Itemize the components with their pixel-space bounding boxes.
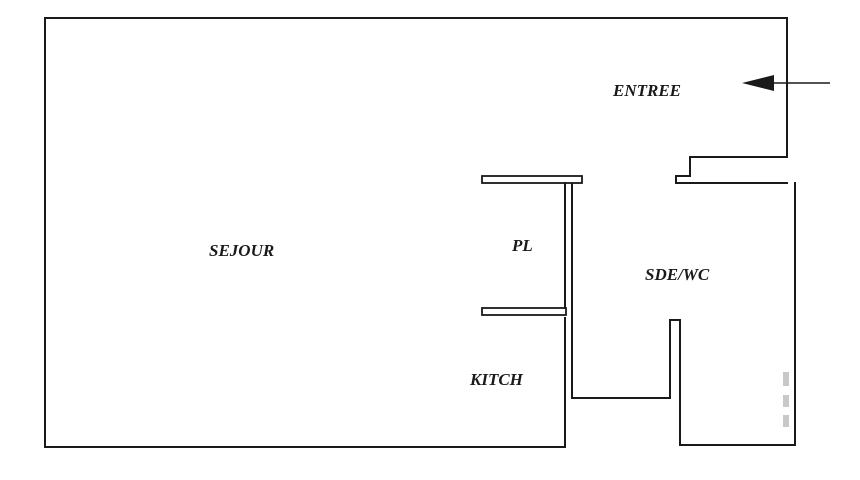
scan-artifact [783,372,789,427]
room-label-sejour: SEJOUR [209,241,274,260]
entry-recess-wall [675,156,788,184]
placard-bottom-shelf [481,307,567,316]
room-label-entree: ENTREE [612,81,681,100]
bathroom-outer-wall [571,182,796,446]
outer-wall-main [44,17,788,448]
arrow-left-icon [742,75,830,91]
placard-top-shelf [481,175,583,184]
exterior-walls [44,17,796,448]
room-label-salle-eau: SDE/WC [645,265,710,284]
partition-walls [481,175,583,316]
room-label-kitchenette: KITCH [469,370,524,389]
room-label-placard: PL [511,236,533,255]
